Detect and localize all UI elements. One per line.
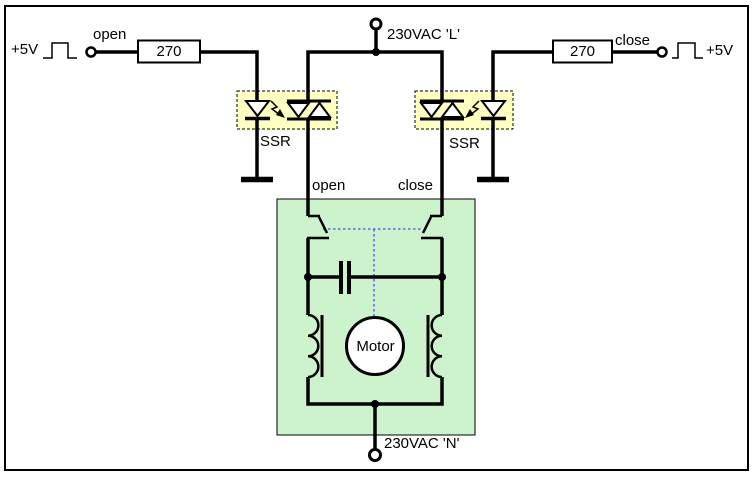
pulse-left-icon xyxy=(43,42,77,59)
triac-left-icon xyxy=(286,99,332,121)
terminal-live xyxy=(369,17,383,31)
mains-neutral-label: 230VAC 'N' xyxy=(384,435,460,452)
resistor-right xyxy=(552,39,613,64)
triac-right-icon xyxy=(419,99,465,121)
wire-right-resistor-to-led xyxy=(491,50,553,101)
right-resistor-value: 270 xyxy=(569,43,596,60)
motor-circle xyxy=(345,316,405,376)
left-supply-label: +5V xyxy=(11,41,39,58)
led-right-icon xyxy=(479,100,508,121)
junction-dot-neutral xyxy=(371,400,379,408)
ssr-right-label: SSR xyxy=(449,135,480,152)
left-resistor-value: 270 xyxy=(156,43,182,60)
terminal-open-input xyxy=(85,46,97,58)
switch-open-label: open xyxy=(312,177,346,194)
switch-open-icon xyxy=(307,214,329,240)
motor-label: Motor xyxy=(356,338,395,355)
open-input-label: open xyxy=(93,26,127,43)
coupling-lines xyxy=(323,228,423,317)
frame-border xyxy=(4,5,749,471)
winding-left-icon xyxy=(307,313,324,379)
winding-right-icon xyxy=(426,313,443,379)
led-left-icon xyxy=(243,100,272,121)
resistor-left xyxy=(137,39,201,64)
light-arrow-left-icon xyxy=(270,100,285,118)
right-supply-label: +5V xyxy=(706,42,734,59)
ssr-left-label: SSR xyxy=(260,133,291,150)
close-input-label: close xyxy=(615,32,651,49)
junction-dot-left xyxy=(304,273,312,281)
switch-close-icon xyxy=(421,214,443,240)
wire-left-resistor-to-led xyxy=(200,50,259,101)
switch-close-label: close xyxy=(398,177,434,194)
light-arrow-right-icon xyxy=(465,100,480,118)
junction-dot-live xyxy=(372,48,380,56)
capacitor-icon xyxy=(339,261,351,294)
mains-live-label: 230VAC 'L' xyxy=(387,26,460,43)
pulse-right-icon xyxy=(672,42,703,59)
terminal-neutral xyxy=(368,448,382,462)
junction-dot-right xyxy=(438,273,446,281)
terminal-close-input xyxy=(656,46,668,58)
